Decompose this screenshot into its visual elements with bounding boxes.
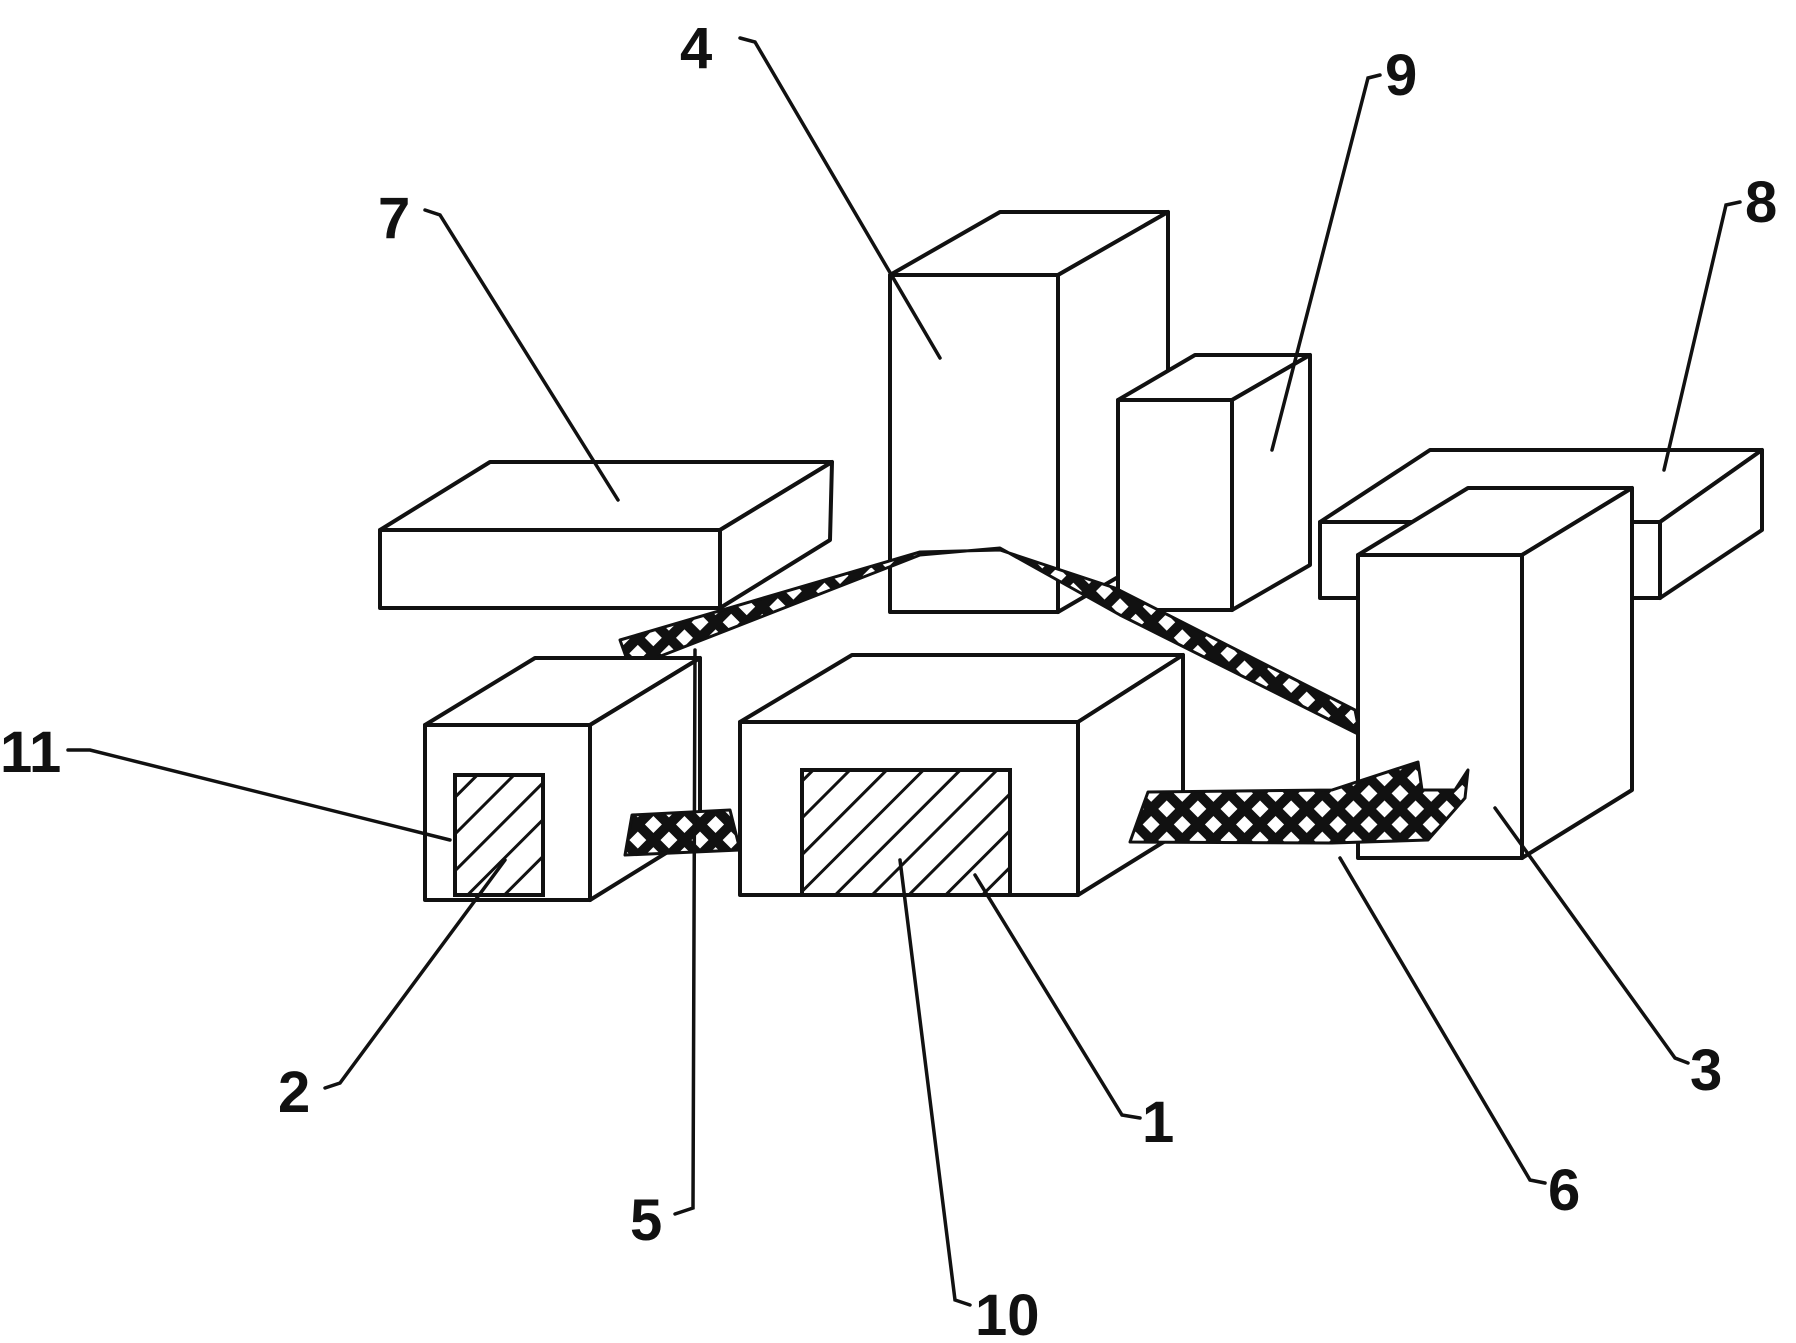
box-1 [738, 653, 1185, 897]
label-7: 7 [378, 186, 410, 251]
conveyor-belt-link [623, 808, 742, 857]
leader-9 [1270, 73, 1382, 452]
conveyor-belt-6 [1128, 760, 1470, 845]
leader-lines [66, 36, 1742, 1307]
label-2: 2 [278, 1060, 310, 1125]
label-4: 4 [680, 16, 712, 81]
label-9: 9 [1385, 43, 1417, 108]
conveyor-belt-5 [618, 546, 1362, 737]
label-1: 1 [1142, 1090, 1174, 1155]
leader-1 [973, 873, 1142, 1120]
box-7 [378, 460, 834, 610]
leader-6 [1338, 856, 1547, 1185]
box-2 [423, 656, 702, 902]
leader-3 [1493, 806, 1690, 1065]
door-11 [453, 773, 545, 897]
label-6: 6 [1548, 1158, 1580, 1223]
label-10: 10 [975, 1283, 1040, 1343]
leader-8 [1662, 200, 1742, 472]
labels: 4 9 8 7 11 2 5 10 1 6 3 [0, 16, 1777, 1343]
label-8: 8 [1745, 170, 1777, 235]
label-5: 5 [630, 1188, 662, 1253]
door-10 [800, 768, 1012, 897]
label-11: 11 [0, 720, 61, 785]
leader-7 [423, 208, 620, 502]
leader-5 [673, 648, 697, 1216]
leader-11 [66, 748, 452, 842]
leader-4 [738, 36, 942, 360]
label-3: 3 [1690, 1038, 1722, 1103]
leader-2 [323, 858, 507, 1090]
leader-10 [898, 858, 972, 1307]
box-9 [1116, 353, 1312, 612]
